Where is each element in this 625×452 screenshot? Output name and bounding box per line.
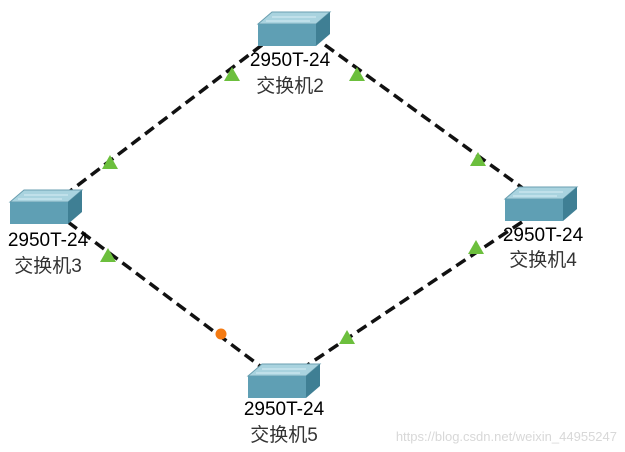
link-up-indicator [100,248,116,262]
link-up-indicator [468,240,484,254]
link-up-indicator [470,152,486,166]
link-s2-s4[interactable] [323,43,530,194]
device-model-s4: 2950T-24 [502,225,584,246]
link-up-indicator [349,67,365,81]
device-name-s2: 交换机2 [256,76,324,97]
link-up-indicator [339,330,355,344]
link-up-indicator [102,155,118,169]
device-name-s3: 交换机3 [14,256,82,277]
device-model-s5: 2950T-24 [243,399,325,420]
link-s2-s3[interactable] [63,43,264,197]
link-blocking-indicator [215,328,227,340]
watermark: https://blog.csdn.net/weixin_44955247 [395,429,617,444]
link-s4-s5[interactable] [299,220,523,372]
device-name-s5: 交换机5 [250,425,318,446]
link-up-indicator [224,67,240,81]
switch-icon-s5[interactable] [247,363,321,399]
device-model-s3: 2950T-24 [7,230,89,251]
device-model-s2: 2950T-24 [249,50,331,71]
device-name-s4: 交换机4 [509,250,577,271]
switch-icon-s2[interactable] [257,11,331,47]
link-s3-s5[interactable] [66,220,270,374]
switch-icon-s4[interactable] [504,186,578,222]
switch-icon-s3[interactable] [9,189,83,225]
